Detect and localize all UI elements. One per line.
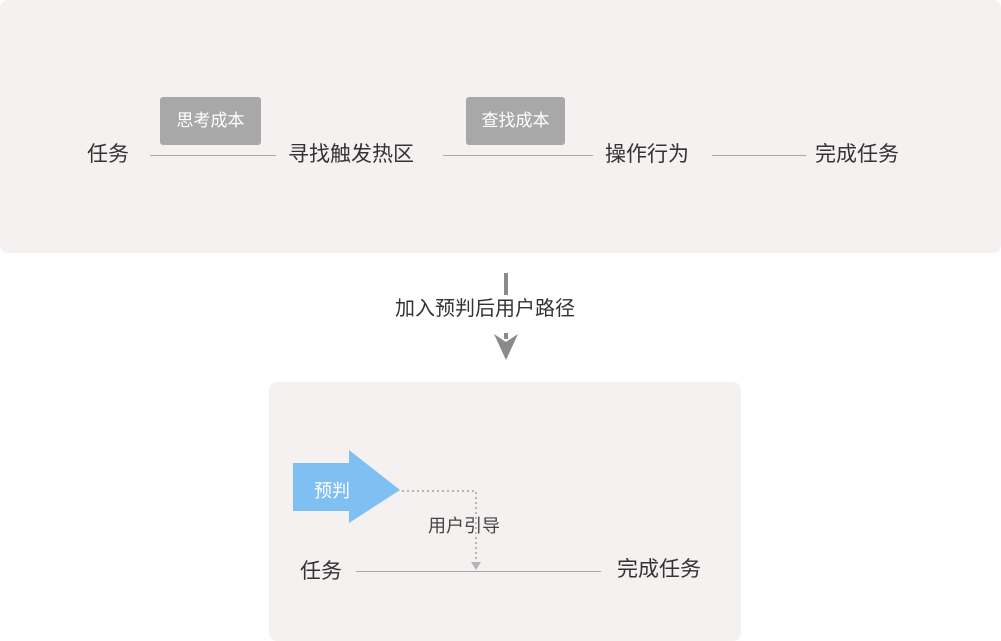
guide-dotted-path — [402, 490, 481, 570]
node-task: 任务 — [87, 142, 129, 166]
connector-line — [150, 155, 276, 156]
node-task-bottom: 任务 — [300, 559, 342, 583]
guide-label: 用户引导 — [428, 516, 500, 537]
connector-line — [712, 155, 806, 156]
node-complete-task: 完成任务 — [815, 142, 899, 166]
transition-label: 加入预判后用户路径 — [395, 296, 575, 320]
prediction-label: 预判 — [314, 481, 350, 502]
connector-line — [443, 155, 593, 156]
predicted-path-panel — [269, 382, 741, 641]
node-find-hotspot: 寻找触发热区 — [288, 142, 414, 166]
node-operation: 操作行为 — [605, 142, 689, 166]
down-arrow-icon — [494, 273, 518, 360]
connector-line — [356, 571, 601, 572]
thinking-cost-tag: 思考成本 — [160, 97, 261, 145]
search-cost-tag: 查找成本 — [466, 97, 565, 145]
node-complete-task-bottom: 完成任务 — [617, 557, 701, 581]
prediction-arrow-icon — [293, 450, 400, 523]
